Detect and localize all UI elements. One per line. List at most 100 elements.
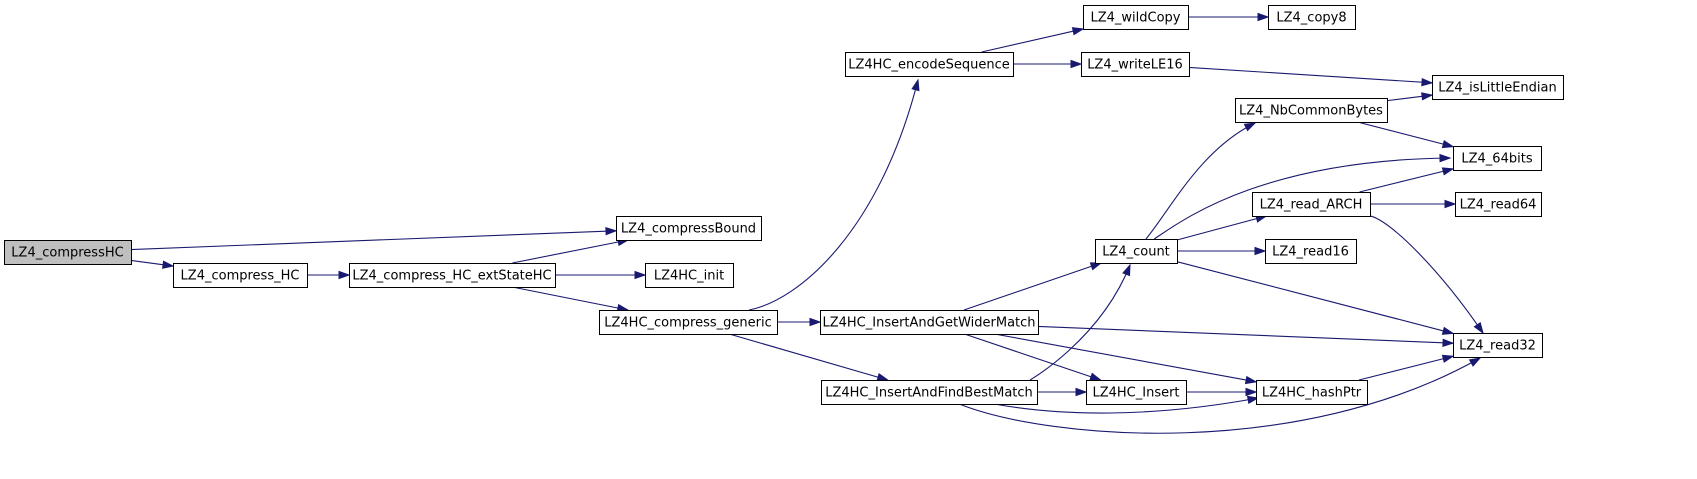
edge-lz4hc-insertandfindbestmatch-to-lz4hc-insert xyxy=(1037,387,1088,397)
edge-lz4-count-to-lz4-64bits xyxy=(1153,153,1452,240)
node-lz4hc-insertandgetwidermatch[interactable]: LZ4HC_InsertAndGetWiderMatch xyxy=(820,310,1039,335)
node-label: LZ4_isLittleEndian xyxy=(1438,81,1557,96)
edge-lz4hc-insertandgetwidermatch-to-lz4hc-hashptr xyxy=(994,333,1258,385)
node-lz4-compress-hc[interactable]: LZ4_compress_HC xyxy=(173,263,308,288)
node-label: LZ4_compress_HC xyxy=(181,269,300,284)
edge-lz4hc-insertandfindbestmatch-to-lz4-read32 xyxy=(959,357,1482,434)
node-label: LZ4_compressHC xyxy=(11,246,123,261)
edge-lz4-compress-hc-extstatehc-to-lz4-compressbound xyxy=(512,237,630,264)
node-label: LZ4HC_InsertAndGetWiderMatch xyxy=(822,316,1035,331)
node-lz4hc-insertandfindbestmatch[interactable]: LZ4HC_InsertAndFindBestMatch xyxy=(821,380,1038,405)
node-box xyxy=(845,52,1014,77)
edge-lz4hc-compress-generic-to-lz4hc-encodesequence xyxy=(748,78,920,311)
node-lz4-compresshc[interactable]: LZ4_compressHC xyxy=(4,240,132,265)
edge-lz4-nbcommonbytes-to-lz4-64bits xyxy=(1357,121,1455,149)
edge-lz4hc-encodesequence-to-lz4-wildcopy xyxy=(981,27,1085,53)
node-label: LZ4HC_Insert xyxy=(1092,386,1179,401)
node-box xyxy=(349,263,556,288)
edge-lz4hc-insertandfindbestmatch-to-lz4hc-hashptr xyxy=(994,395,1260,414)
edge-lz4-read-arch-to-lz4-read64 xyxy=(1370,199,1457,209)
node-box xyxy=(1453,333,1543,358)
node-box xyxy=(1265,239,1357,264)
node-label: LZ4_wildCopy xyxy=(1090,11,1180,26)
node-lz4hc-encodesequence[interactable]: LZ4HC_encodeSequence xyxy=(845,52,1014,77)
node-lz4-copy8[interactable]: LZ4_copy8 xyxy=(1268,5,1356,30)
edge-lz4hc-insertandfindbestmatch-to-lz4-count xyxy=(1029,263,1131,381)
node-box xyxy=(1086,380,1187,405)
node-label: LZ4HC_init xyxy=(654,269,724,284)
node-label: LZ4HC_hashPtr xyxy=(1262,386,1362,401)
edge-lz4hc-insertandgetwidermatch-to-lz4-read32 xyxy=(1037,325,1455,347)
edge-lz4-compresshc-to-lz4-compress-hc xyxy=(130,259,175,269)
edge-lz4-count-to-lz4-nbcommonbytes xyxy=(1145,122,1257,240)
edge-lz4-count-to-lz4-read16 xyxy=(1177,246,1267,256)
node-box xyxy=(821,380,1038,405)
node-lz4hc-init[interactable]: LZ4HC_init xyxy=(645,263,734,288)
node-label: LZ4_compressBound xyxy=(621,222,756,237)
node-label: LZ4HC_InsertAndFindBestMatch xyxy=(825,386,1033,401)
node-box xyxy=(1252,192,1371,217)
edge-lz4-wildcopy-to-lz4-copy8 xyxy=(1188,12,1270,22)
edge-lz4-compress-hc-extstatehc-to-lz4hc-compress-generic xyxy=(512,286,630,313)
node-box xyxy=(1095,239,1178,264)
node-box xyxy=(1432,75,1564,100)
node-lz4-wildcopy[interactable]: LZ4_wildCopy xyxy=(1083,5,1189,30)
node-label: LZ4_writeLE16 xyxy=(1087,58,1183,73)
edge-lz4hc-compress-generic-to-lz4hc-insertandgetwidermatch xyxy=(777,317,822,327)
nodes-layer: LZ4_compressHC LZ4_compress_HC LZ4_compres… xyxy=(4,5,1564,405)
node-label: LZ4_copy8 xyxy=(1276,11,1346,26)
node-label: LZ4_compress_HC_extStateHC xyxy=(352,269,551,284)
edge-lz4hc-insertandgetwidermatch-to-lz4-count xyxy=(963,262,1103,311)
edge-lz4-count-to-lz4-read-arch xyxy=(1176,214,1268,241)
node-lz4-writele16[interactable]: LZ4_writeLE16 xyxy=(1081,52,1190,77)
edge-lz4hc-compress-generic-to-lz4hc-insertandfindbestmatch xyxy=(729,333,890,382)
node-lz4-read64[interactable]: LZ4_read64 xyxy=(1455,192,1542,217)
edge-lz4hc-insert-to-lz4hc-hashptr xyxy=(1186,387,1258,397)
node-label: LZ4_read_ARCH xyxy=(1260,198,1363,213)
node-lz4-read-arch[interactable]: LZ4_read_ARCH xyxy=(1252,192,1371,217)
edge-lz4hc-insertandgetwidermatch-to-lz4hc-insert xyxy=(964,333,1102,381)
edges-layer xyxy=(130,12,1484,434)
node-label: LZ4HC_encodeSequence xyxy=(848,58,1009,73)
node-box xyxy=(1268,5,1356,30)
edge-lz4-read-arch-to-lz4-64bits xyxy=(1359,167,1455,193)
node-lz4-islittleendian[interactable]: LZ4_isLittleEndian xyxy=(1432,75,1564,100)
node-lz4-read32[interactable]: LZ4_read32 xyxy=(1453,333,1543,358)
node-lz4-read16[interactable]: LZ4_read16 xyxy=(1265,239,1357,264)
node-lz4-compressbound[interactable]: LZ4_compressBound xyxy=(616,216,762,241)
node-box xyxy=(616,216,762,241)
edge-lz4-compresshc-to-lz4-compressbound xyxy=(130,227,618,251)
node-label: LZ4_count xyxy=(1102,245,1170,260)
node-box xyxy=(1235,98,1388,123)
node-lz4hc-compress-generic[interactable]: LZ4HC_compress_generic xyxy=(599,310,778,335)
edge-lz4-compress-hc-to-lz4-compress-hc-extstatehc xyxy=(307,270,351,280)
node-label: LZ4_read64 xyxy=(1460,198,1537,213)
node-box xyxy=(173,263,308,288)
node-lz4hc-insert[interactable]: LZ4HC_Insert xyxy=(1086,380,1187,405)
edge-lz4hc-hashptr-to-lz4-read32 xyxy=(1358,354,1455,381)
node-lz4-compress-hc-extstatehc[interactable]: LZ4_compress_HC_extStateHC xyxy=(349,263,556,288)
node-label: LZ4HC_compress_generic xyxy=(604,316,771,331)
node-box xyxy=(1256,380,1368,405)
edge-lz4hc-encodesequence-to-lz4-writele16 xyxy=(1013,59,1083,69)
edge-lz4-writele16-to-lz4-islittleendian xyxy=(1188,66,1434,87)
node-label: LZ4_read16 xyxy=(1272,245,1349,260)
node-box xyxy=(1083,5,1189,30)
node-box xyxy=(599,310,778,335)
node-lz4-nbcommonbytes[interactable]: LZ4_NbCommonBytes xyxy=(1235,98,1388,123)
node-box xyxy=(645,263,734,288)
node-box xyxy=(1081,52,1190,77)
node-box xyxy=(820,310,1039,335)
node-box xyxy=(1453,146,1542,171)
node-label: LZ4_NbCommonBytes xyxy=(1239,104,1383,119)
node-lz4-64bits[interactable]: LZ4_64bits xyxy=(1453,146,1542,171)
node-lz4hc-hashptr[interactable]: LZ4HC_hashPtr xyxy=(1256,380,1368,405)
node-box xyxy=(1455,192,1542,217)
node-label: LZ4_64bits xyxy=(1461,152,1532,167)
edge-lz4-nbcommonbytes-to-lz4-islittleendian xyxy=(1386,92,1434,102)
node-label: LZ4_read32 xyxy=(1459,339,1536,354)
edge-lz4-compress-hc-extstatehc-to-lz4hc-init xyxy=(555,270,647,280)
node-lz4-count[interactable]: LZ4_count xyxy=(1095,239,1178,264)
edge-lz4-read-arch-to-lz4-read32 xyxy=(1369,215,1484,335)
